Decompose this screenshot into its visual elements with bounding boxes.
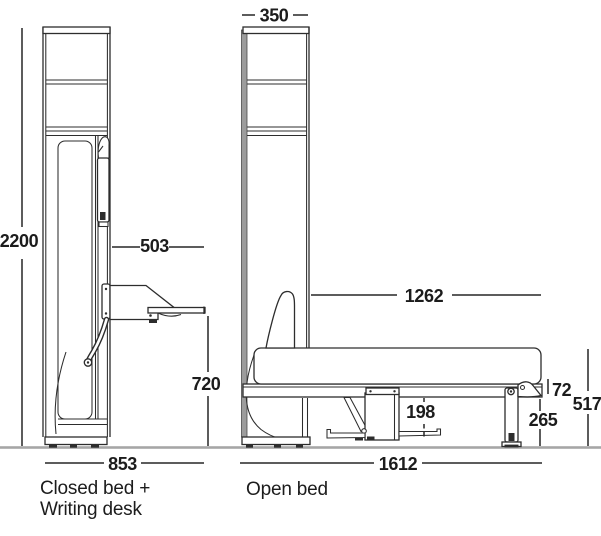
dim-desk-depth: 503: [112, 236, 204, 256]
dim-desk-height-value: 720: [192, 374, 221, 394]
cabinet-side-panel: [241, 29, 248, 438]
dim-bed-height: 517: [573, 349, 601, 446]
mattress: [253, 347, 542, 385]
dim-desk-depth-value: 503: [140, 236, 169, 256]
dimension-annotations: 2200 503 720 853 350 1262: [0, 6, 601, 475]
label-closed-bed-line1: Closed bed +: [40, 478, 150, 499]
label-closed-bed-line2: Writing desk: [40, 499, 142, 520]
lift-mechanism: [96, 136, 110, 228]
writing-desk: [101, 283, 206, 323]
dim-total-length: 1612: [240, 454, 542, 474]
bed-leg: [501, 381, 543, 448]
dim-desk-clearance-value: 198: [406, 402, 435, 422]
dim-cabinet-depth: 350: [242, 6, 308, 26]
dim-frame-height: 72: [547, 379, 572, 400]
dim-bed-length: 1262: [311, 286, 541, 306]
dim-cabinet-depth-value: 350: [260, 6, 289, 26]
dim-bed-height-value: 517: [573, 394, 601, 414]
headboard-cushion: [265, 290, 296, 349]
dim-total-depth-value: 853: [108, 454, 137, 474]
closed-bed-drawing: [42, 26, 206, 448]
open-bed-drawing: [241, 26, 543, 448]
dim-total-length-value: 1612: [379, 454, 418, 474]
dim-underbed-clearance-value: 265: [529, 410, 558, 430]
dim-underbed-clearance: 265: [529, 399, 558, 446]
release-lever: [83, 316, 110, 367]
dim-total-depth: 853: [45, 454, 204, 474]
dim-bed-length-value: 1262: [405, 286, 444, 306]
label-open-bed: Open bed: [246, 479, 328, 500]
captions: Closed bed + Writing desk Open bed: [40, 478, 328, 520]
closed-bed-door-panel: [57, 140, 93, 420]
dim-desk-clearance: 198: [406, 398, 436, 438]
dim-total-height: 2200: [0, 28, 39, 446]
dim-total-height-value: 2200: [0, 231, 39, 251]
desk-top-surface: [147, 306, 206, 314]
folded-desk-under-bed: [326, 387, 442, 441]
dim-frame-height-value: 72: [552, 380, 572, 400]
leg-swing-arc: [54, 351, 67, 435]
dim-desk-height: 720: [192, 316, 221, 446]
